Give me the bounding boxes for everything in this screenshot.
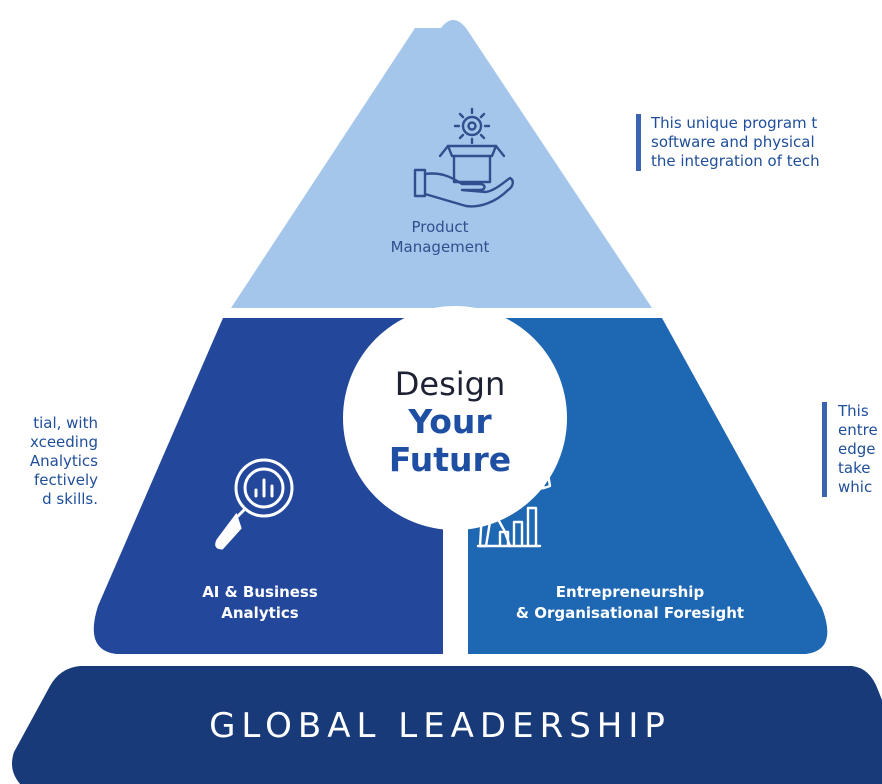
description-line: tial, with	[33, 414, 98, 432]
description-line: take	[838, 459, 871, 477]
description-line: xceeding	[29, 433, 98, 451]
telescope-growth-icon	[476, 472, 552, 548]
description-line: software and physical	[651, 133, 815, 151]
description-line: This unique program t	[651, 114, 818, 132]
label-ai-business-analytics: AI & Business Analytics	[170, 582, 350, 624]
description-product-management: This unique program t software and physi…	[636, 114, 882, 171]
description-entrepreneurship: This entre edge take whic	[822, 402, 882, 497]
description-line: whic	[838, 478, 873, 496]
center-title-line3: Future	[388, 440, 512, 479]
center-title-line1: Design	[394, 365, 506, 403]
label-line: Product	[411, 218, 469, 236]
description-line: Analytics	[29, 452, 98, 470]
description-line: fectively	[34, 471, 98, 489]
center-title: Design Your Future	[370, 366, 530, 479]
description-line: d skills.	[42, 490, 98, 508]
label-line: Entrepreneurship	[555, 583, 705, 601]
center-circle	[343, 306, 567, 530]
center-title-line2: Your	[408, 402, 492, 441]
label-line: Management	[390, 238, 490, 256]
label-line: Analytics	[221, 604, 299, 622]
description-ai-analytics: tial, with xceeding Analytics fectively …	[0, 414, 98, 509]
magnifier-chart-icon	[215, 458, 294, 550]
description-line: the integration of tech	[651, 152, 820, 170]
global-leadership-banner	[12, 666, 882, 784]
description-line: This	[838, 402, 869, 420]
label-line: AI & Business	[202, 583, 318, 601]
label-entrepreneurship: Entrepreneurship & Organisational Foresi…	[480, 582, 780, 624]
label-product-management: Product Management	[350, 217, 530, 257]
description-line: edge	[838, 440, 876, 458]
description-line: entre	[838, 421, 878, 439]
label-line: & Organisational Foresight	[515, 604, 745, 622]
banner-title: GLOBAL LEADERSHIP	[209, 706, 671, 746]
box-gear-hand-icon	[413, 107, 514, 208]
segment-product-management	[231, 20, 652, 308]
